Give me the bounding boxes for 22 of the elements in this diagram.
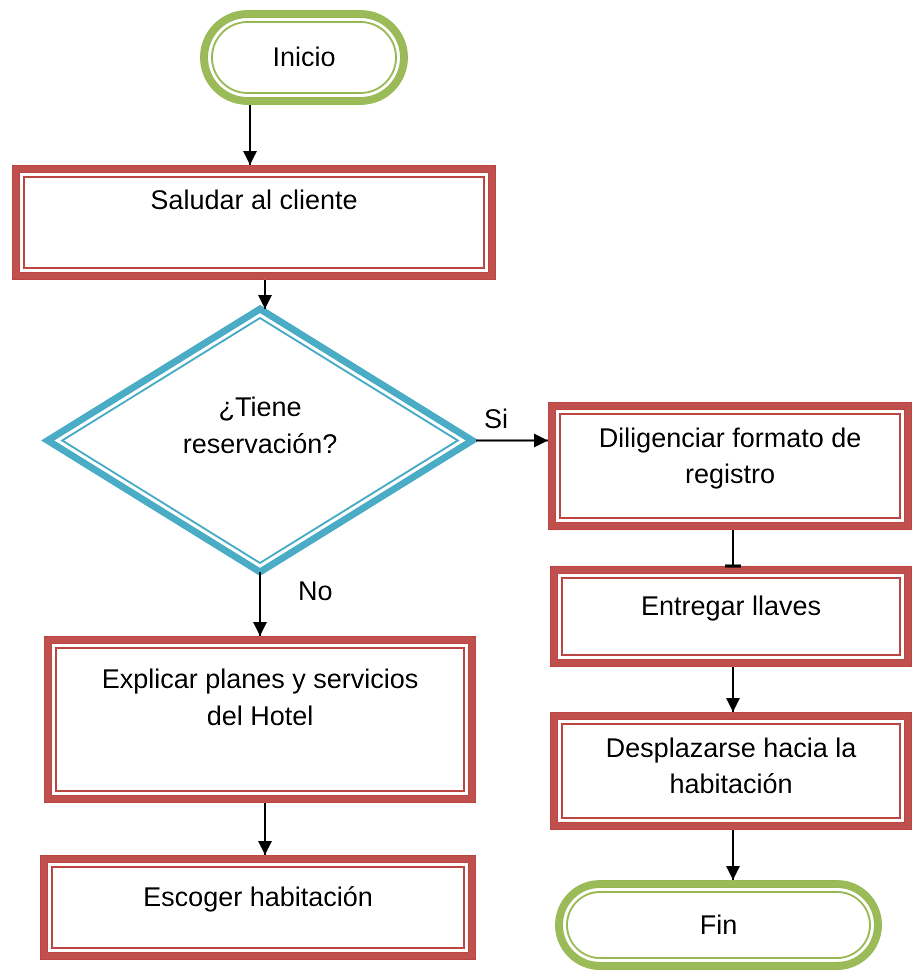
arrow: [258, 280, 272, 309]
node-label: Entregar llaves: [640, 590, 822, 624]
process-box: [550, 566, 912, 667]
node-label: Inicio: [271, 41, 337, 74]
process-box: [44, 636, 476, 803]
node-label: Explicar planes y servicios del Hotel: [100, 663, 420, 732]
arrow: [726, 667, 740, 712]
arrow: [726, 830, 740, 880]
arrow: [253, 572, 267, 636]
node-label: Saludar al cliente: [149, 184, 359, 218]
process-box: [548, 402, 912, 530]
node-label: ¿Tiene reservación?: [182, 391, 338, 460]
node-label: Desplazarse hacia la habitación: [604, 732, 858, 801]
node-label: Fin: [698, 908, 738, 942]
process-box: [40, 855, 476, 960]
process-box: [550, 712, 912, 830]
arrow: [476, 434, 548, 448]
arrow: [258, 803, 272, 855]
arrow: [243, 105, 257, 165]
node-label: Escoger habitación: [142, 881, 374, 914]
node-label: Diligenciar formato de registro: [598, 422, 862, 491]
process-box: [12, 165, 496, 280]
